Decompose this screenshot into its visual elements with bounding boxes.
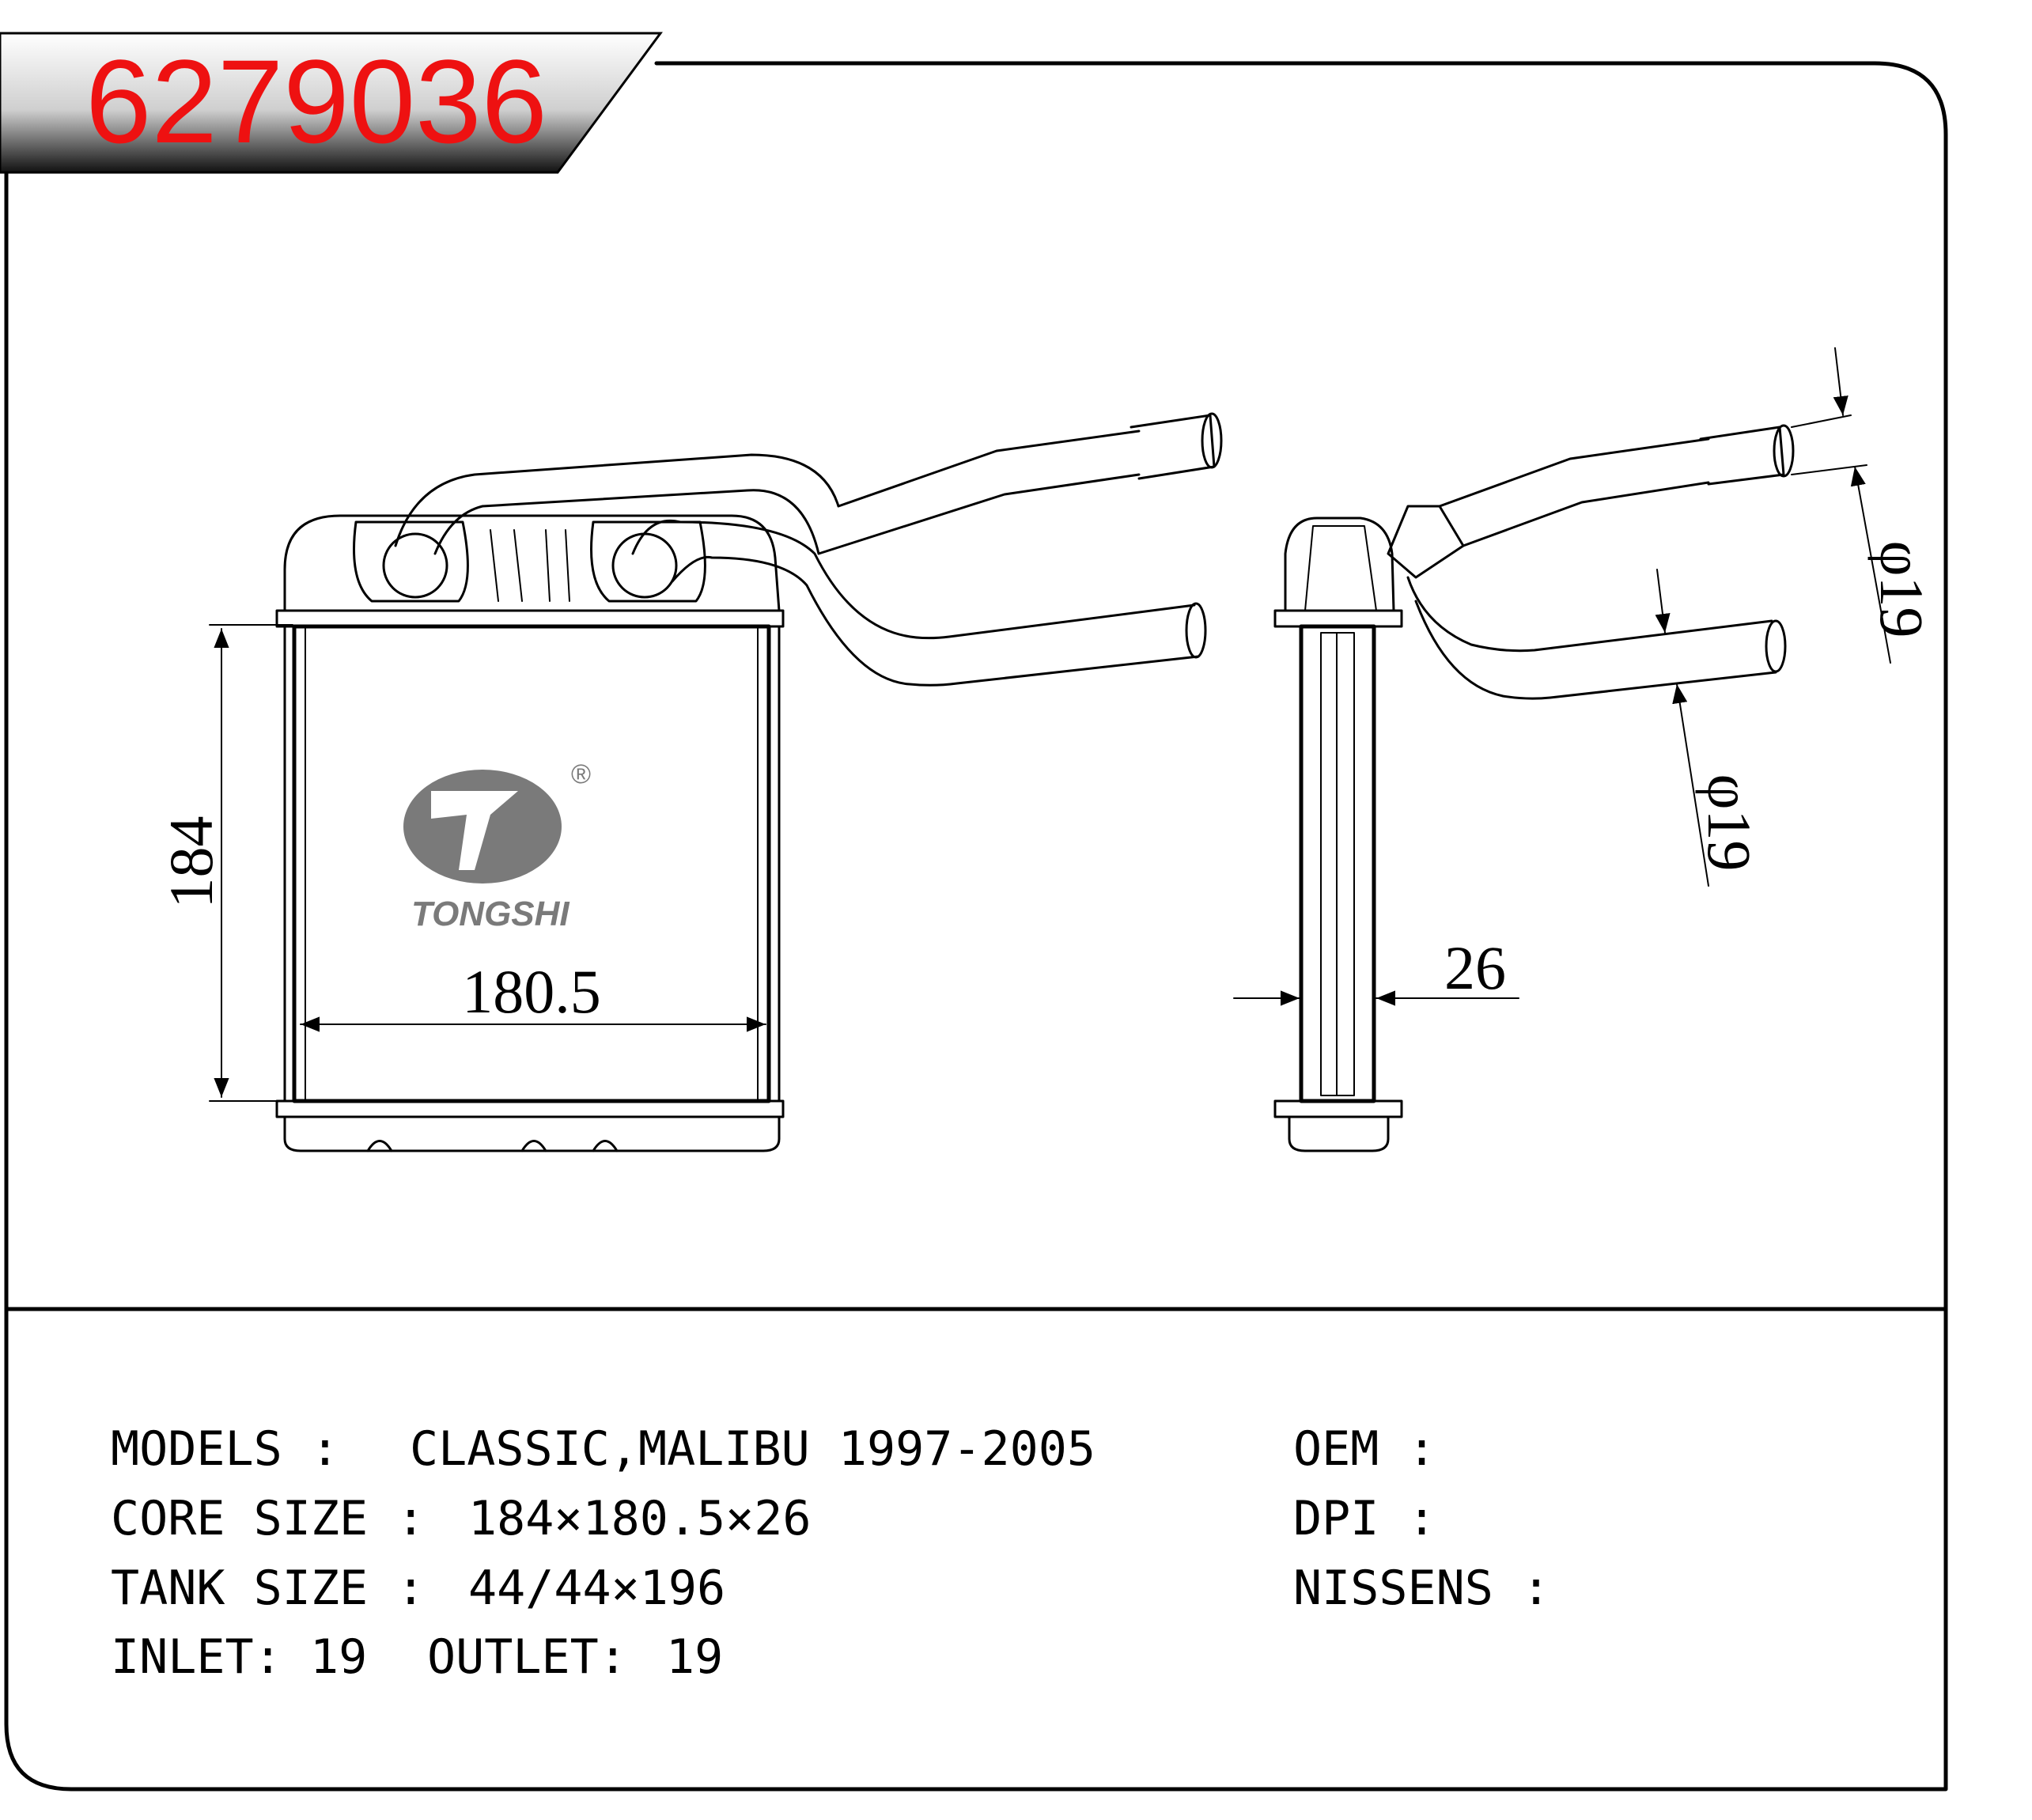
outlet-diameter-dimension: φ19 [1655, 569, 1764, 887]
tongshi-logo: ® TONGSHI [403, 759, 591, 933]
width-value: 180.5 [462, 957, 601, 1026]
tank-size-value: 44/44×196 [468, 1561, 725, 1616]
core-size-label: CORE SIZE : [111, 1491, 425, 1546]
oem-label: OEM : [1293, 1421, 1436, 1477]
front-view [275, 412, 1223, 1152]
part-number: 6279036 [85, 35, 547, 168]
spec-table: MODELS : CLASSIC,MALIBU 1997-2005 CORE S… [111, 1421, 1550, 1685]
inlet-label: INLET: [111, 1629, 282, 1685]
logo-brand: TONGSHI [411, 895, 569, 933]
outlet-diameter-value: φ19 [1695, 774, 1764, 871]
outlet-value: 19 [666, 1629, 723, 1685]
width-dimension: 180.5 [300, 957, 766, 1032]
core-size-value: 184×180.5×26 [468, 1491, 811, 1546]
nissens-label: NISSENS : [1293, 1561, 1550, 1616]
height-dimension: 184 [157, 624, 293, 1102]
registered-mark: ® [571, 759, 591, 789]
sheet-frame [4, 55, 1948, 1792]
depth-dimension: 26 [1233, 933, 1519, 1006]
models-label: MODELS : [111, 1421, 339, 1477]
dpi-label: DPI : [1293, 1491, 1436, 1546]
outlet-label: OUTLET: [427, 1629, 627, 1685]
inlet-diameter-value: φ19 [1867, 540, 1936, 638]
depth-value: 26 [1444, 933, 1506, 1002]
height-value: 184 [157, 816, 225, 909]
models-value: CLASSIC,MALIBU 1997-2005 [410, 1421, 1095, 1477]
tank-size-label: TANK SIZE : [111, 1561, 425, 1616]
inlet-value: 19 [310, 1629, 367, 1685]
part-number-banner: 6279036 [0, 32, 663, 174]
side-view [1273, 424, 1795, 1152]
inlet-diameter-dimension: φ19 [1791, 347, 1936, 664]
